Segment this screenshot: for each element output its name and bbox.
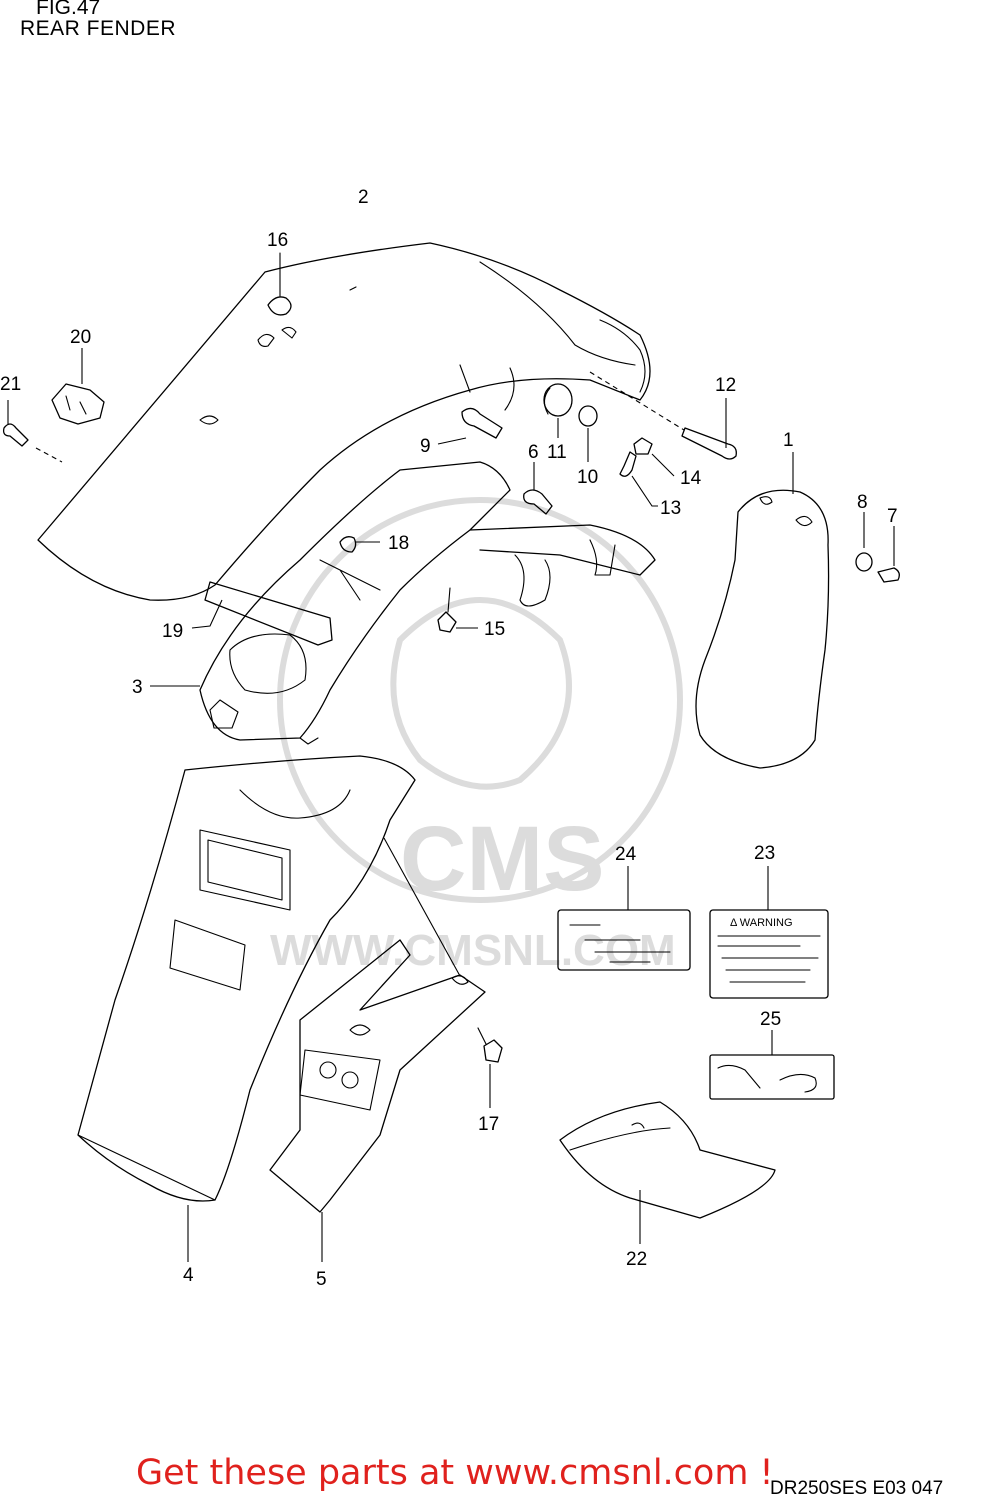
part-21-screw [2,400,63,463]
watermark-ring [277,497,683,903]
callout-7: 7 [887,506,898,527]
part-14-nut [633,437,675,477]
callout-3: 3 [132,677,143,698]
part-22-tool-bag [559,1101,776,1244]
part-5-bracket [269,837,486,1262]
watermark-face [390,597,572,790]
diagram-code: DR250SES E03 047 [770,1478,944,1499]
callout-4: 4 [183,1265,194,1286]
callout-13: 13 [660,498,681,519]
callout-14: 14 [680,468,702,489]
part-1-mudguard [695,452,830,769]
warning-label-heading: Δ WARNING [730,917,793,929]
callout-numbers: 1 2 3 4 5 6 7 8 9 10 11 12 13 14 15 16 1… [0,187,898,1290]
diagram-subtitle: REAR FENDER [20,17,177,40]
callout-20: 20 [70,327,91,348]
callout-12: 12 [715,375,736,396]
callout-1: 1 [783,430,794,451]
callout-17: 17 [478,1114,499,1135]
part-12-bolt [589,371,737,460]
callout-8: 8 [857,492,868,513]
callout-9: 9 [420,436,431,457]
part-23-warning-label: Δ WARNING [709,866,829,999]
part-15-screw [437,587,478,633]
callout-16: 16 [267,230,288,251]
part-13-screw [619,451,658,507]
watermark-logo: CMS WWW.CMSNL.COM [270,497,683,975]
watermark-main-text: CMS [400,808,604,910]
callout-6: 6 [528,442,539,463]
part-11-collar [543,383,573,438]
part-18-clip [339,536,380,553]
callout-25: 25 [760,1009,781,1030]
part-20-bracket [51,348,105,425]
part-19-cushion [191,581,333,646]
callout-5: 5 [316,1269,327,1290]
figure-number: FIG.47 [36,0,101,19]
part-17-bolt [477,1027,503,1108]
callout-19: 19 [162,621,183,642]
callout-23: 23 [754,843,775,864]
part-10-spacer [578,405,598,462]
part-25-label [709,1030,835,1100]
promo-banner-link[interactable]: Get these parts at www.cmsnl.com ! [136,1453,774,1493]
callout-24: 24 [615,844,637,865]
callout-18: 18 [388,533,409,554]
callout-15: 15 [484,619,505,640]
watermark-url-text: WWW.CMSNL.COM [270,926,676,975]
part-9-bolt [437,407,503,445]
part-6-bolt [523,462,553,515]
part-7-screw [877,526,900,583]
callout-11: 11 [547,442,567,463]
callout-21: 21 [0,374,21,395]
part-4-rear-fender-lower [77,755,416,1262]
part-8-washer [855,512,873,572]
part-24-label [557,866,691,971]
callout-22: 22 [626,1249,647,1270]
callout-10: 10 [577,467,598,488]
part-3-frame [150,461,656,745]
part-16-grommet [267,252,292,316]
callout-2: 2 [358,187,369,208]
part-2-rear-fender [37,242,651,601]
